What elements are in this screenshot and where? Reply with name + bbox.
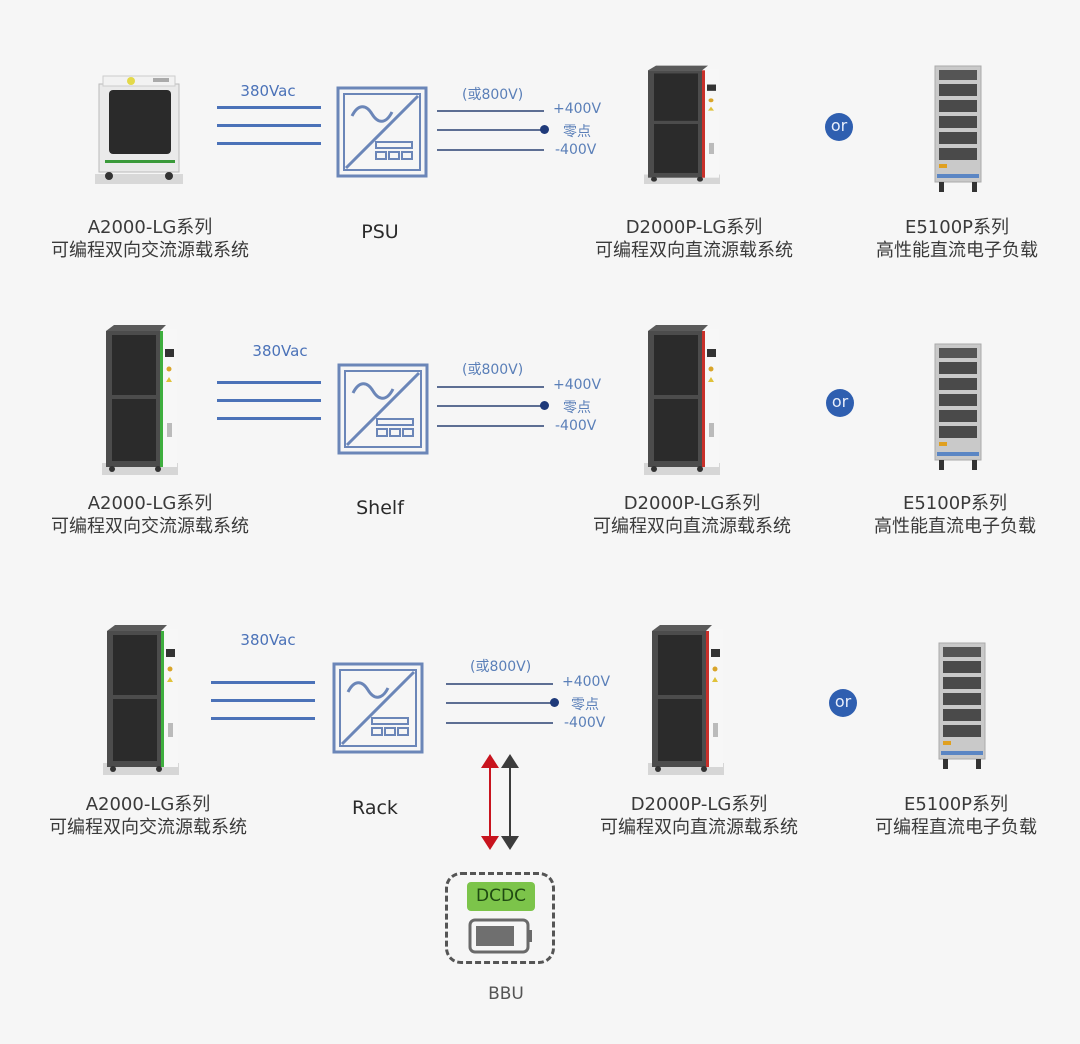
source-name: A2000-LG系列 <box>85 794 211 815</box>
bbu-label: BBU <box>488 984 524 1004</box>
dc-line-zero <box>437 405 544 407</box>
dc-plus-label: +400V <box>553 101 602 117</box>
source-desc: 可编程双向交流源载系统 <box>51 240 249 261</box>
a2000-cabinet-image <box>102 323 178 475</box>
dc-line-minus <box>437 425 544 427</box>
dc-line-minus <box>446 722 553 724</box>
e5100p-cabinet-image <box>937 641 987 771</box>
converter-label: PSU <box>361 221 399 243</box>
dc-line-zero <box>437 129 544 131</box>
load1-desc: 可编程双向直流源载系统 <box>600 817 798 838</box>
dc-alt-voltage: (或800V) <box>470 659 532 675</box>
ac-line-1 <box>211 681 315 684</box>
load2-desc: 高性能直流电子负载 <box>874 516 1036 537</box>
dc-zero-label: 零点 <box>571 697 599 713</box>
converter-label: Rack <box>352 797 398 819</box>
ac-line-3 <box>217 417 321 420</box>
a2000-cabinet-image <box>95 74 183 184</box>
dc-alt-voltage: (或800V) <box>462 362 524 378</box>
ac-line-1 <box>217 106 321 109</box>
zero-point-dot <box>540 401 549 410</box>
ac-line-2 <box>217 124 321 127</box>
ac-line-3 <box>217 142 321 145</box>
load1-name: D2000P-LG系列 <box>625 217 763 238</box>
ac-voltage-label: 380Vac <box>252 342 308 360</box>
dc-line-plus <box>437 386 544 388</box>
battery-icon <box>468 918 532 954</box>
load2-desc: 可编程直流电子负载 <box>875 817 1037 838</box>
load2-desc: 高性能直流电子负载 <box>876 240 1038 261</box>
zero-point-dot <box>550 698 559 707</box>
load2-name: E5100P系列 <box>903 794 1009 815</box>
ac-line-1 <box>217 381 321 384</box>
ac-dc-converter-icon <box>337 363 429 455</box>
dc-alt-voltage: (或800V) <box>462 87 524 103</box>
ac-voltage-label: 380Vac <box>240 631 296 649</box>
source-name: A2000-LG系列 <box>87 217 213 238</box>
dc-zero-label: 零点 <box>563 400 591 416</box>
source-name: A2000-LG系列 <box>87 493 213 514</box>
dc-line-plus <box>446 683 553 685</box>
load2-name: E5100P系列 <box>904 217 1010 238</box>
bbu-container <box>445 872 555 964</box>
a2000-cabinet-image <box>103 623 179 775</box>
ac-line-2 <box>211 699 315 702</box>
e5100p-cabinet-image <box>933 342 983 472</box>
or-badge: or <box>825 113 853 141</box>
d2000p-cabinet-image <box>644 323 720 475</box>
load1-name: D2000P-LG系列 <box>623 493 761 514</box>
ac-line-3 <box>211 717 315 720</box>
bidirectional-arrows-icon <box>481 754 519 850</box>
dc-line-zero <box>446 702 553 704</box>
source-desc: 可编程双向交流源载系统 <box>51 516 249 537</box>
source-desc: 可编程双向交流源载系统 <box>49 817 247 838</box>
or-badge: or <box>826 389 854 417</box>
or-badge: or <box>829 689 857 717</box>
load1-name: D2000P-LG系列 <box>630 794 768 815</box>
dcdc-module: DCDC <box>467 882 535 911</box>
dc-minus-label: -400V <box>555 418 597 434</box>
dc-minus-label: -400V <box>555 142 597 158</box>
load2-name: E5100P系列 <box>902 493 1008 514</box>
e5100p-cabinet-image <box>933 64 983 194</box>
ac-dc-converter-icon <box>332 662 424 754</box>
d2000p-cabinet-image <box>648 623 724 775</box>
ac-line-2 <box>217 399 321 402</box>
ac-voltage-label: 380Vac <box>240 82 296 100</box>
dc-zero-label: 零点 <box>563 124 591 140</box>
dc-plus-label: +400V <box>553 377 602 393</box>
dc-minus-label: -400V <box>564 715 606 731</box>
dc-line-plus <box>437 110 544 112</box>
load1-desc: 可编程双向直流源载系统 <box>593 516 791 537</box>
zero-point-dot <box>540 125 549 134</box>
d2000p-cabinet-image <box>644 64 720 184</box>
ac-dc-converter-icon <box>336 86 428 178</box>
converter-label: Shelf <box>356 497 404 519</box>
load1-desc: 可编程双向直流源载系统 <box>595 240 793 261</box>
dc-plus-label: +400V <box>562 674 611 690</box>
dc-line-minus <box>437 149 544 151</box>
